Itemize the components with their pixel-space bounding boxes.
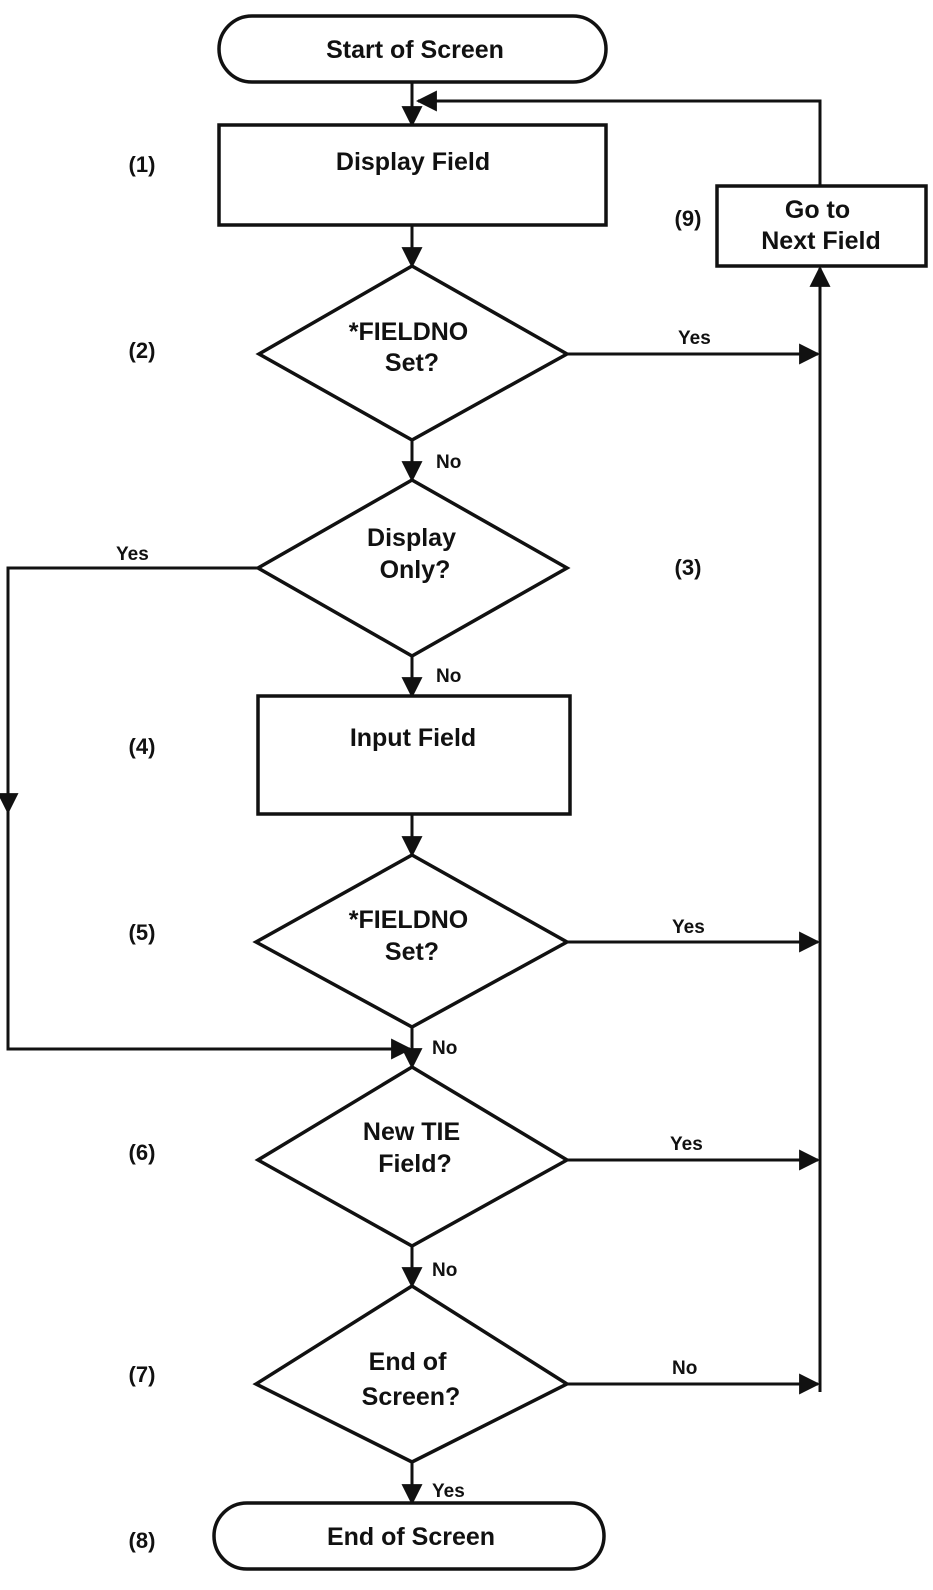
new-tie-yes-label: Yes bbox=[670, 1134, 703, 1155]
display-only-decision bbox=[254, 477, 571, 659]
node-labels: Start of Screen Display Field *FIELDNO S… bbox=[326, 36, 881, 1551]
end-of-screen-q-label: End of Screen? bbox=[362, 1348, 461, 1411]
next-field-box bbox=[715, 184, 928, 268]
input-field-label: Input Field bbox=[350, 724, 476, 752]
end-terminal bbox=[212, 1501, 606, 1571]
edge-next-field-loop-back bbox=[426, 99, 822, 186]
step-4: (4) bbox=[129, 734, 156, 759]
fieldno-set-2-label: *FIELDNO Set? bbox=[349, 906, 475, 966]
display-field-box bbox=[217, 123, 608, 227]
new-tie-field-decision bbox=[254, 1064, 571, 1249]
start-label: Start of Screen bbox=[326, 36, 504, 64]
step-8: (8) bbox=[129, 1528, 156, 1553]
step-9: (9) bbox=[675, 206, 702, 231]
fieldno-set-1-decision bbox=[255, 263, 571, 443]
start-terminal bbox=[217, 14, 608, 84]
display-field-label: Display Field bbox=[336, 148, 490, 176]
step-1: (1) bbox=[129, 152, 156, 177]
fieldno1-yes-label: Yes bbox=[678, 328, 711, 349]
end-q-yes-label: Yes bbox=[432, 1481, 465, 1502]
fieldno-set-1-label: *FIELDNO Set? bbox=[349, 318, 475, 377]
new-tie-field-label: New TIE Field? bbox=[363, 1118, 467, 1178]
step-5: (5) bbox=[129, 920, 156, 945]
step-2: (2) bbox=[129, 338, 156, 363]
display-only-yes-label: Yes bbox=[116, 544, 149, 565]
fieldno-set-2-decision bbox=[252, 852, 571, 1029]
nodes bbox=[212, 14, 928, 1571]
fieldno2-no-label: No bbox=[432, 1038, 457, 1059]
end-of-screen-decision bbox=[252, 1283, 571, 1464]
step-3: (3) bbox=[675, 555, 702, 580]
end-label: End of Screen bbox=[327, 1523, 495, 1551]
step-7: (7) bbox=[129, 1362, 156, 1387]
new-tie-no-label: No bbox=[432, 1260, 457, 1281]
end-q-no-label: No bbox=[672, 1358, 697, 1379]
display-only-no-label: No bbox=[436, 666, 461, 687]
fieldno1-no-label: No bbox=[436, 452, 461, 473]
fieldno2-yes-label: Yes bbox=[672, 917, 705, 938]
step-6: (6) bbox=[129, 1140, 156, 1165]
display-only-label: Display Only? bbox=[367, 524, 463, 584]
connectors bbox=[0, 82, 831, 1506]
step-numbers: (1) (2) (3) (4) (5) (6) (7) (8) (9) bbox=[129, 152, 702, 1553]
input-field-box bbox=[256, 694, 572, 816]
edge-labels: Yes No Yes No Yes No Yes No No Yes bbox=[116, 328, 711, 1502]
next-field-label: Go to Next Field bbox=[761, 196, 880, 255]
